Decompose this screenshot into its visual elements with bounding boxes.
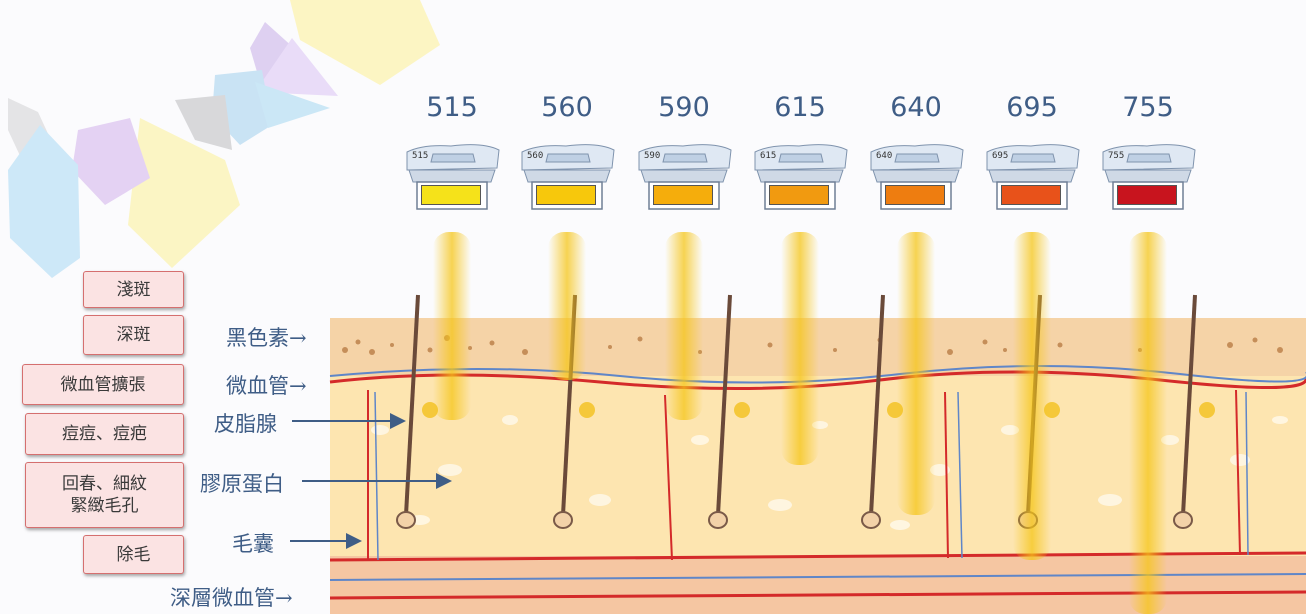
label-arrows	[0, 0, 1306, 614]
